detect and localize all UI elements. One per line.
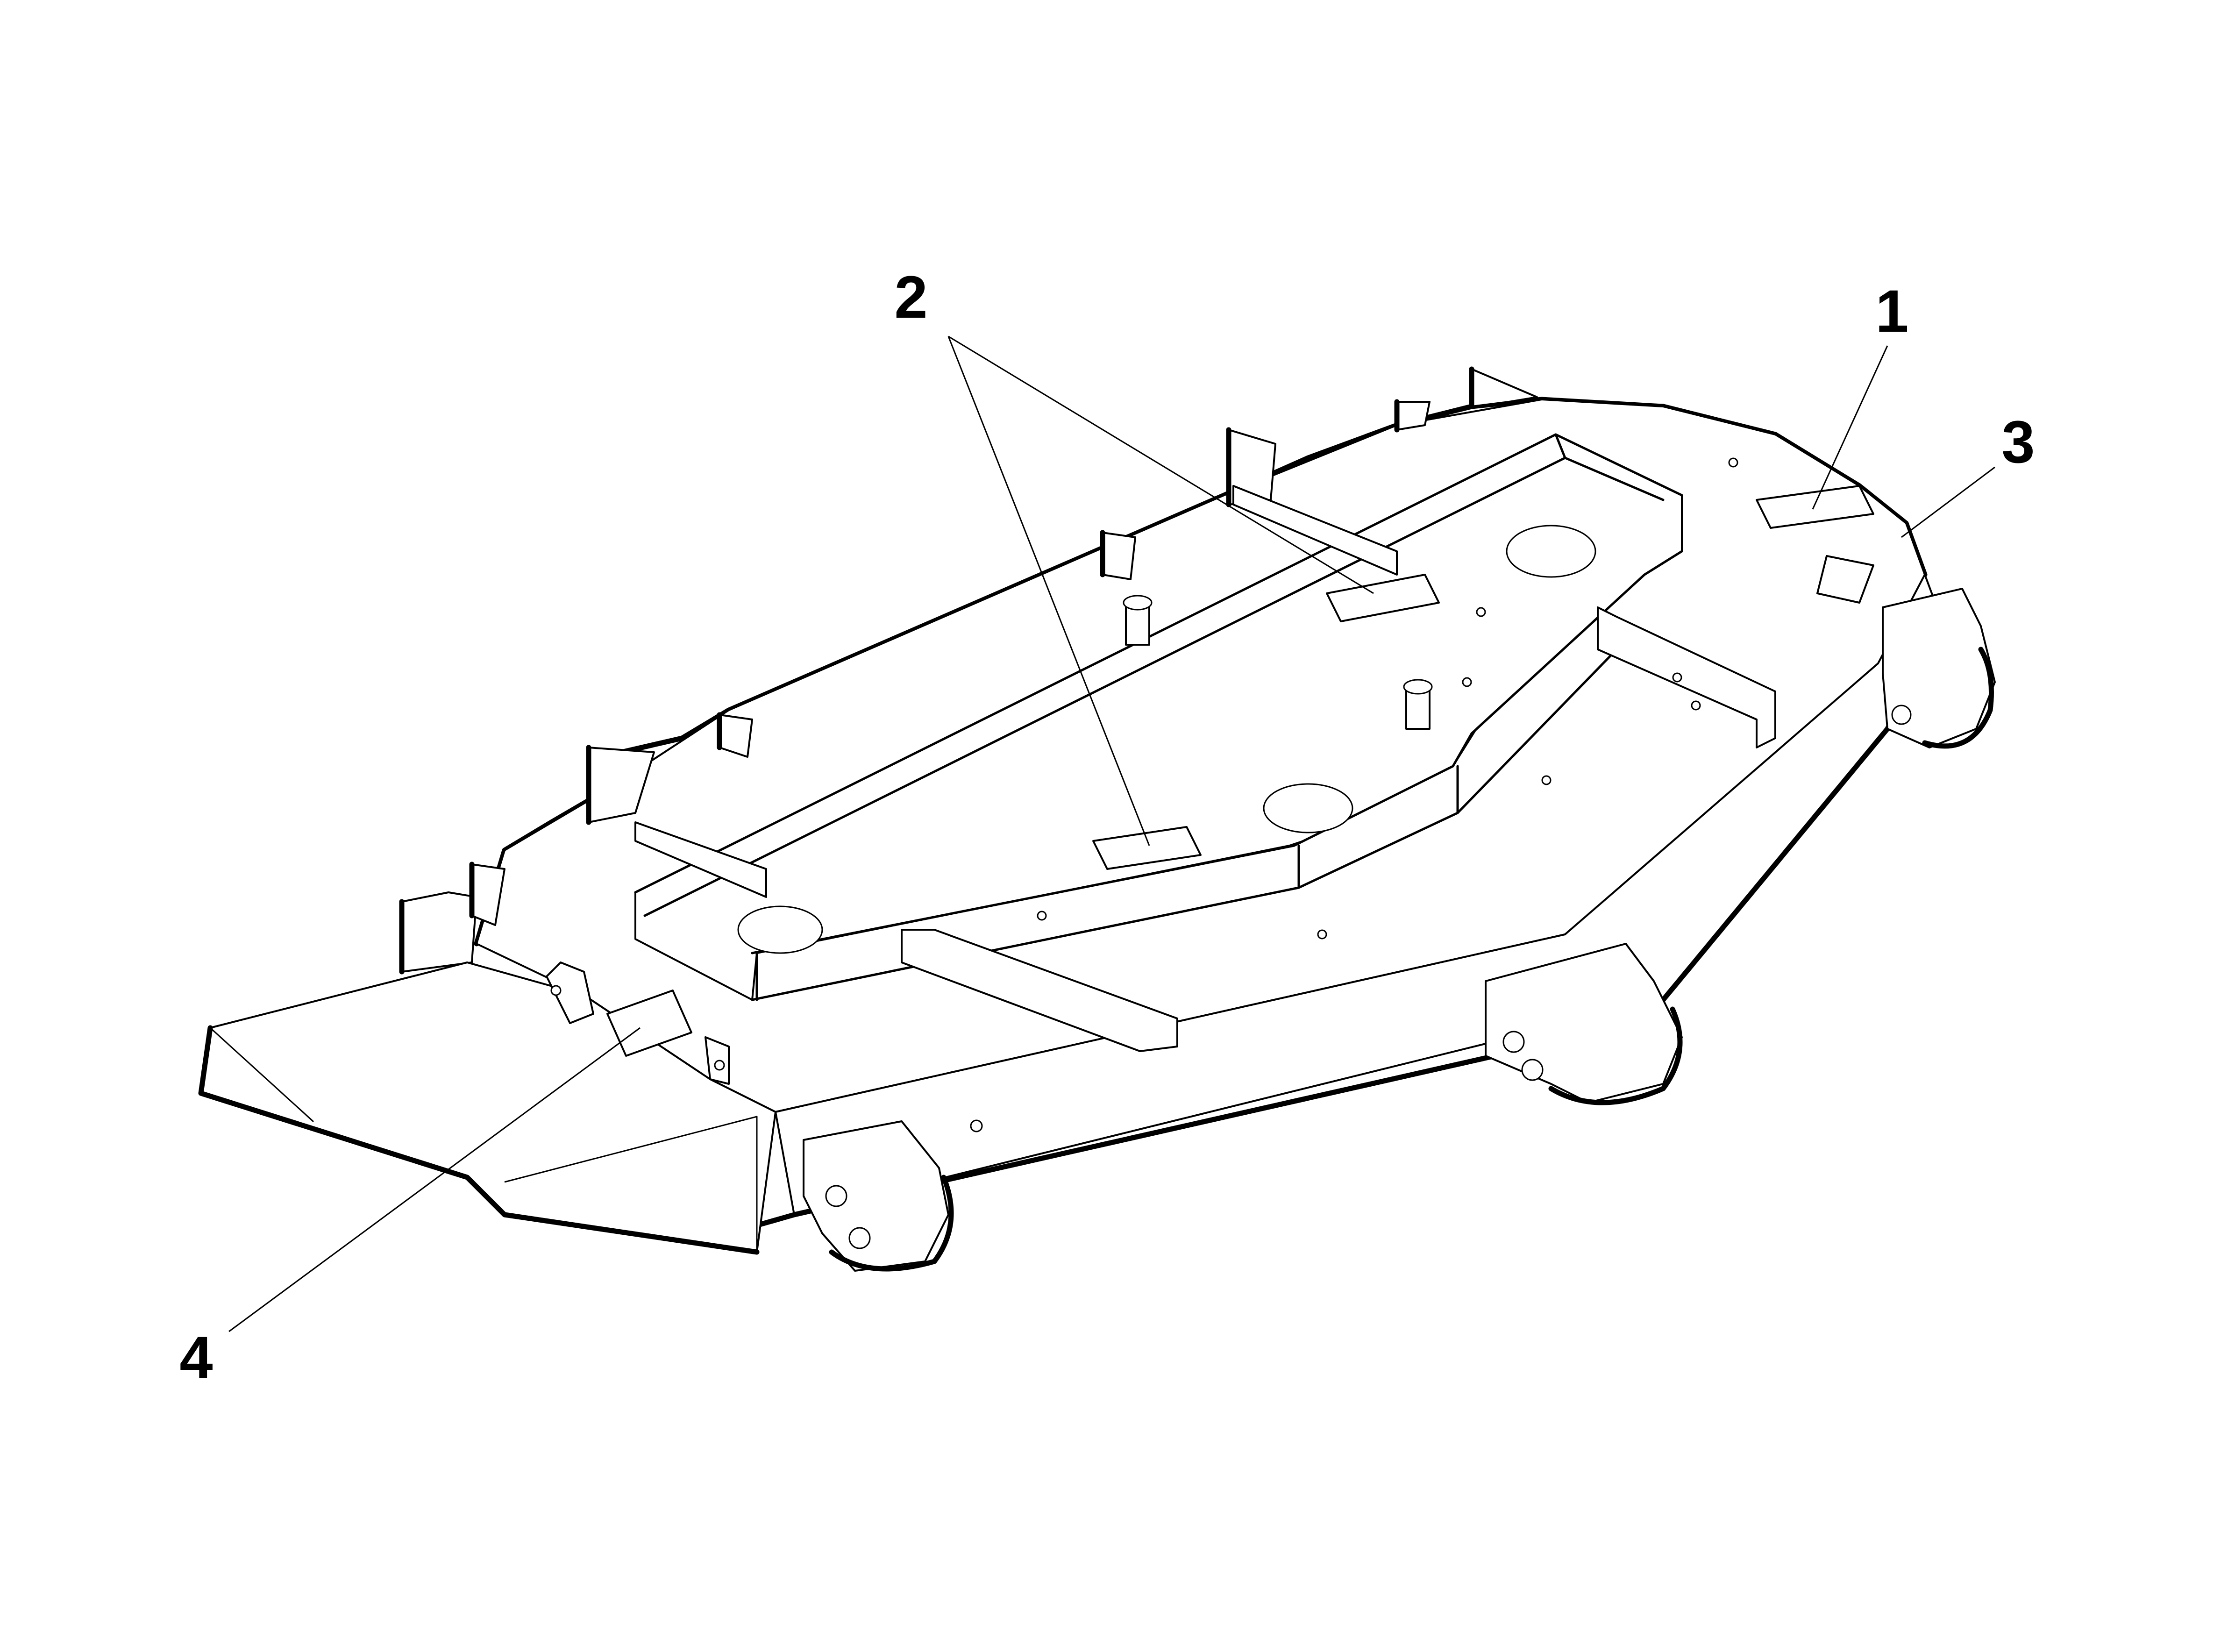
chute-hinge-brackets [546, 961, 730, 1085]
decals [606, 485, 1874, 1057]
deck-brackets [634, 485, 1776, 1052]
callout-4: 4 [179, 1324, 213, 1391]
caster-wheel-front-center [1485, 943, 1683, 1105]
callout-1: 1 [1875, 278, 1908, 345]
spindle-housing-rim [634, 433, 1683, 917]
spindle-opening-right [1506, 525, 1596, 578]
spindle-opening-center [1263, 783, 1353, 833]
discharge-chute-edge [198, 1025, 760, 1255]
rear-baffle-tabs [399, 366, 1538, 975]
leader-lines [228, 335, 1995, 1332]
callout-3: 3 [2001, 409, 2035, 476]
spindle-posts [1123, 595, 1433, 730]
callout-2: 2 [894, 264, 927, 331]
spindle-opening-left [737, 905, 823, 954]
caster-wheel-right [1882, 588, 1996, 749]
deck-holes [970, 457, 1738, 1132]
caster-wheel-front-left [803, 1120, 954, 1272]
